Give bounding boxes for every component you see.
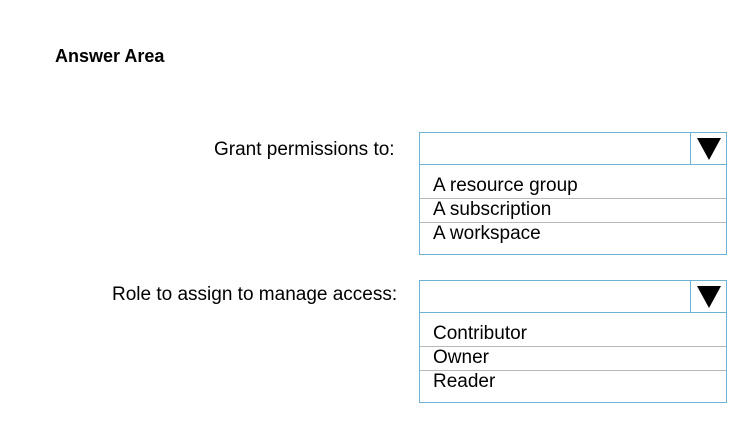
grant-permissions-label: Grant permissions to: (214, 139, 395, 160)
answer-area-title: Answer Area (55, 46, 165, 66)
role-to-assign-dropdown[interactable]: Contributor Owner Reader (419, 280, 727, 403)
role-to-assign-dropdown-toggle[interactable] (690, 281, 726, 312)
grant-permissions-dropdown[interactable]: A resource group A subscription A worksp… (419, 132, 727, 255)
option-resource-group[interactable]: A resource group (420, 175, 726, 199)
grant-permissions-options: A resource group A subscription A worksp… (419, 165, 727, 255)
role-to-assign-label: Role to assign to manage access: (112, 284, 398, 305)
triangle-down-icon (697, 138, 721, 160)
option-workspace[interactable]: A workspace (433, 223, 541, 244)
role-to-assign-select-box[interactable] (419, 280, 727, 313)
triangle-down-icon (697, 286, 721, 308)
option-subscription[interactable]: A subscription (420, 199, 726, 223)
option-owner[interactable]: Owner (420, 347, 726, 371)
grant-permissions-dropdown-toggle[interactable] (690, 133, 726, 164)
option-contributor[interactable]: Contributor (420, 323, 726, 347)
role-to-assign-options: Contributor Owner Reader (419, 313, 727, 403)
grant-permissions-select-box[interactable] (419, 132, 727, 165)
option-reader[interactable]: Reader (433, 371, 496, 392)
